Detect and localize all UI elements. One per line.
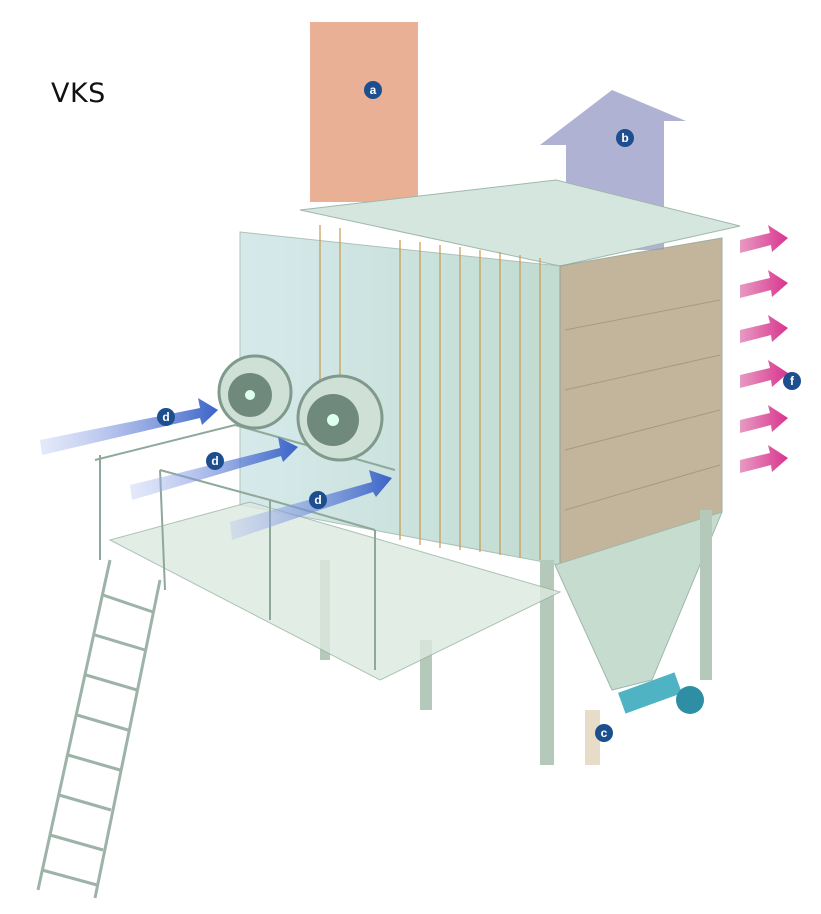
label-d2: d bbox=[206, 452, 224, 470]
hopper bbox=[554, 511, 723, 691]
fan-2 bbox=[296, 374, 384, 462]
svg-text:d: d bbox=[211, 454, 218, 468]
screw-conveyor bbox=[585, 672, 704, 765]
ladder bbox=[36, 559, 162, 899]
panel-lines bbox=[564, 299, 721, 511]
fan-1 bbox=[217, 354, 293, 430]
svg-text:d: d bbox=[314, 493, 321, 507]
housing-right bbox=[559, 237, 723, 566]
platform bbox=[108, 501, 562, 681]
housing-top bbox=[299, 179, 741, 267]
label-d1: d bbox=[157, 408, 175, 426]
diagram-title: VKS bbox=[51, 78, 106, 109]
label-a: a bbox=[364, 81, 382, 99]
outlet-arrows-f bbox=[740, 225, 788, 473]
svg-text:a: a bbox=[370, 83, 377, 97]
label-f: f bbox=[783, 372, 801, 390]
label-c: c bbox=[595, 724, 613, 742]
svg-text:f: f bbox=[790, 374, 795, 388]
inlet-arrow-d1 bbox=[40, 398, 218, 455]
svg-text:c: c bbox=[601, 726, 608, 740]
exhaust-stack-a bbox=[310, 22, 418, 202]
label-b: b bbox=[616, 129, 634, 147]
label-d3: d bbox=[309, 491, 327, 509]
filter-elements bbox=[319, 225, 541, 560]
svg-text:b: b bbox=[621, 131, 628, 145]
svg-text:d: d bbox=[162, 410, 169, 424]
